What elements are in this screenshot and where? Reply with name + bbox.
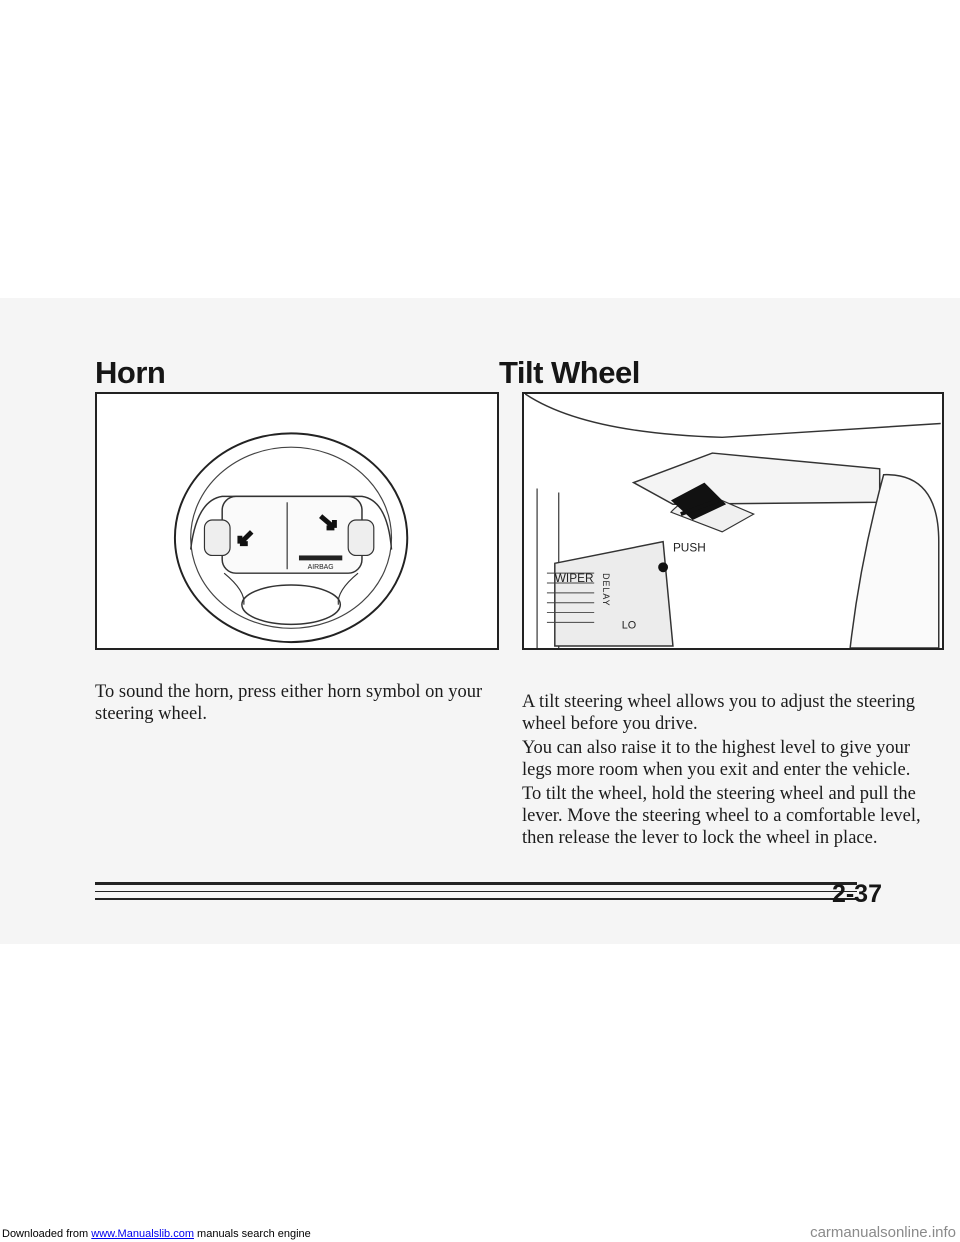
tilt-wheel-illustration: WIPER DELAY LO PUSH xyxy=(522,392,944,650)
watermark: carmanualsonline.info xyxy=(810,1224,956,1241)
footer-rule-bottom xyxy=(95,898,857,900)
manualslib-link[interactable]: www.Manualslib.com xyxy=(91,1228,194,1240)
horn-heading: Horn xyxy=(95,355,166,390)
download-source-line: Downloaded from www.Manualslib.com manua… xyxy=(2,1228,311,1240)
tilt-paragraph-2: You can also raise it to the highest lev… xyxy=(522,738,911,780)
push-label: PUSH xyxy=(673,541,706,555)
lo-label: LO xyxy=(622,619,636,631)
footer-rule-middle xyxy=(95,891,857,892)
steering-wheel-illustration: AIRBAG xyxy=(173,432,409,644)
airbag-label: AIRBAG xyxy=(308,564,334,571)
wiper-label: WIPER xyxy=(555,571,594,585)
horn-paragraph: To sound the horn, press either horn sym… xyxy=(95,682,483,724)
tilt-wheel-heading: Tilt Wheel xyxy=(499,355,640,390)
page-number: 2-37 xyxy=(831,880,882,908)
tilt-lever-illustration: WIPER DELAY LO PUSH xyxy=(524,394,941,648)
footer-rule-top xyxy=(95,882,857,885)
delay-label: DELAY xyxy=(601,573,611,606)
horn-illustration: AIRBAG xyxy=(95,392,499,650)
download-prefix: Downloaded from xyxy=(2,1228,92,1240)
tilt-paragraph-3: To tilt the wheel, hold the steering whe… xyxy=(522,784,921,848)
download-suffix: manuals search engine xyxy=(193,1228,311,1240)
tilt-paragraph-1: A tilt steering wheel allows you to adju… xyxy=(522,692,916,734)
